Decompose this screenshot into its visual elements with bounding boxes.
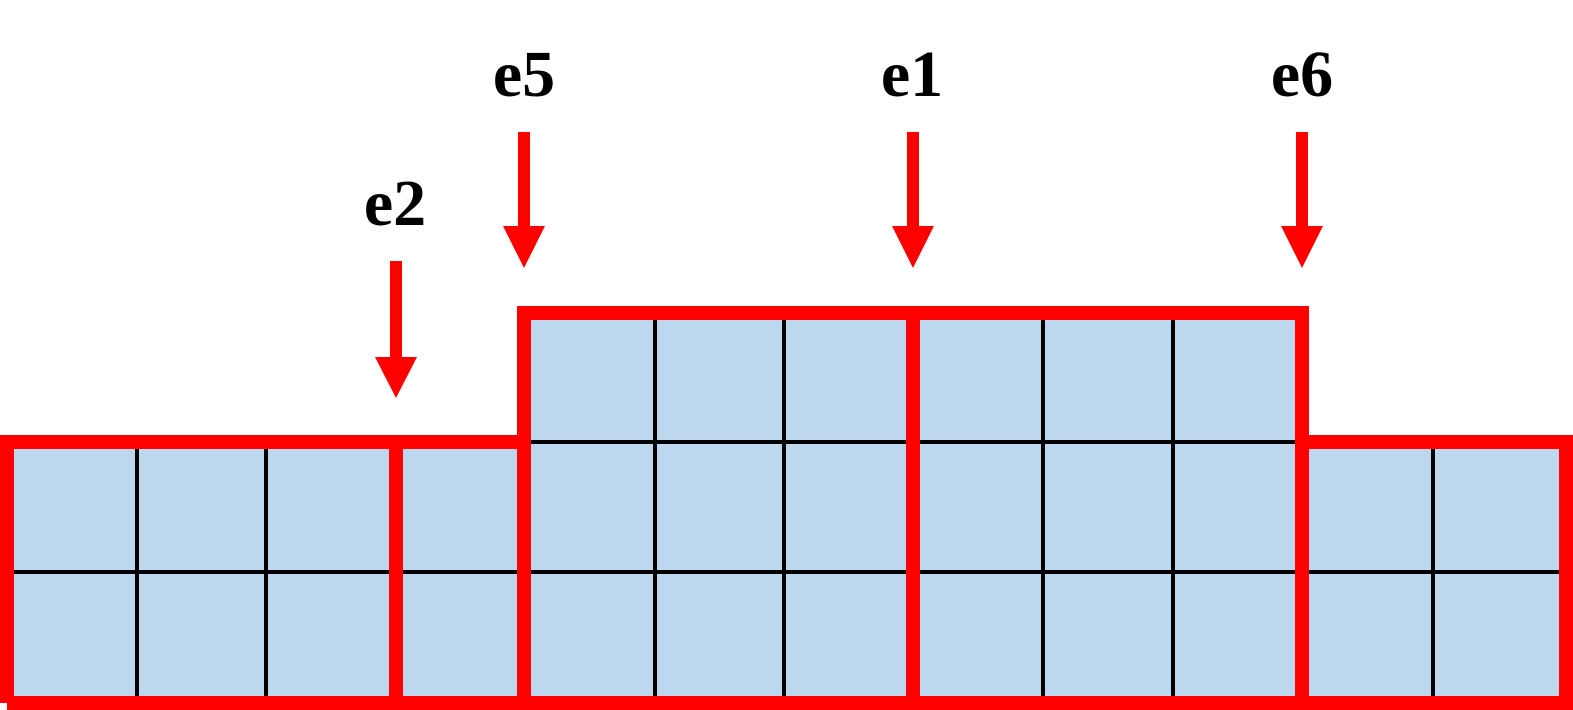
arrow-e2: [375, 261, 417, 398]
arrow-e1: [892, 132, 934, 268]
region-outline: [0, 306, 1573, 710]
label-e2: e2: [364, 167, 426, 240]
arrow-e5: [503, 132, 545, 268]
label-e6: e6: [1271, 38, 1333, 111]
arrows: [375, 132, 1323, 398]
cell-fill-region: [7, 313, 1566, 703]
arrow-e6: [1281, 132, 1323, 268]
label-e1: e1: [881, 38, 943, 111]
outer-boundary: [0, 306, 1573, 710]
label-e5: e5: [493, 38, 555, 111]
edge-labels: e5 e1 e6 e2: [364, 38, 1333, 240]
